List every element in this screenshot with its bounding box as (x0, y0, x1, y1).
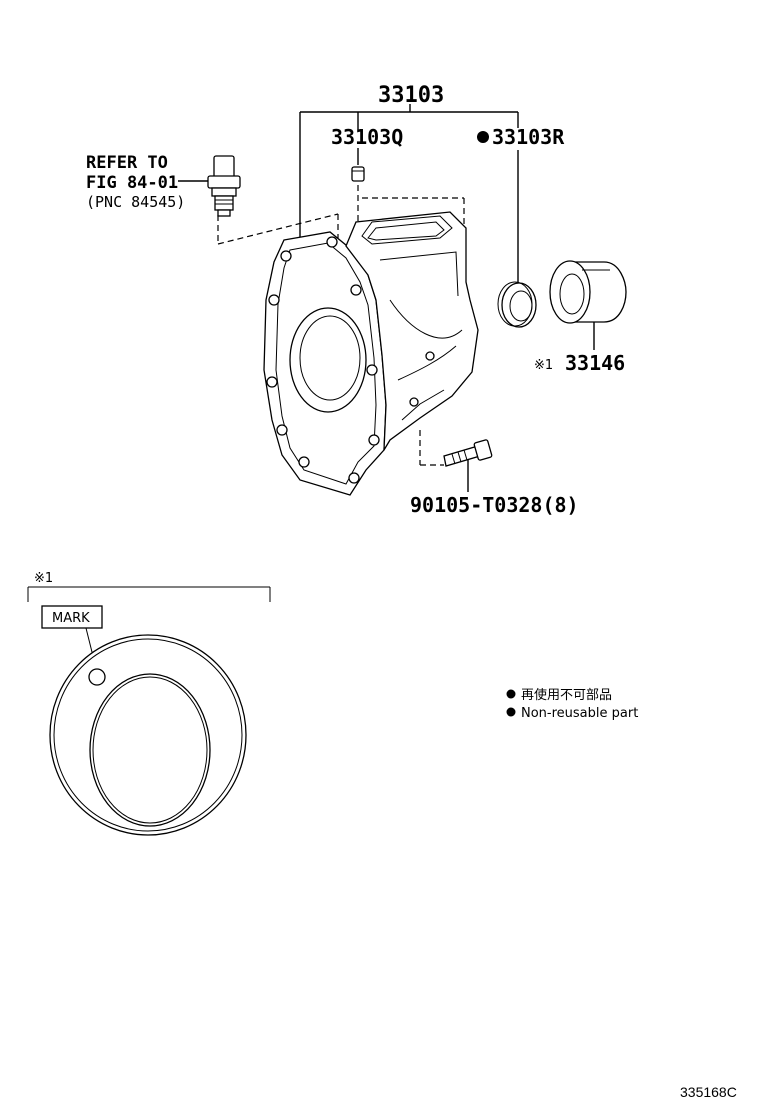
callout-33103q[interactable]: 33103Q (331, 125, 403, 149)
refer-line-3: (PNC 84545) (86, 193, 185, 211)
transmission-housing[interactable] (263, 211, 479, 496)
non-reusable-dot-icon (477, 131, 489, 143)
refer-line-1: REFER TO (86, 153, 168, 173)
mark-dot (88, 668, 106, 686)
speed-sensor[interactable] (207, 155, 241, 217)
legend-jp: 再使用不可部品 (521, 687, 612, 703)
detail-bracket (27, 586, 271, 602)
mark-label: MARK (52, 611, 90, 626)
oil-seal-33103r[interactable] (497, 281, 537, 328)
callout-33103[interactable]: 33103 (378, 83, 444, 108)
legend-en: Non-reusable part (521, 706, 638, 721)
refer-line-2[interactable]: FIG 84-01 (86, 173, 178, 193)
detail-note: ※1 (34, 571, 53, 586)
bearing-note-mark: ※1 (534, 358, 553, 373)
legend-dot-icon (506, 689, 516, 699)
bolt-90105-t0328[interactable] (443, 439, 493, 467)
callout-90105-t0328[interactable]: 90105-T0328(8) (410, 493, 579, 517)
figure-code: 335168C (680, 1084, 737, 1100)
bearing-detail-view[interactable] (49, 634, 247, 836)
bearing-33146[interactable] (549, 260, 627, 324)
mark-label-box (41, 605, 103, 629)
callout-33103r[interactable]: 33103R (492, 125, 565, 149)
callout-33146[interactable]: 33146 (565, 351, 625, 375)
legend-dot-icon (506, 707, 516, 717)
plug-33103q[interactable] (351, 166, 365, 182)
